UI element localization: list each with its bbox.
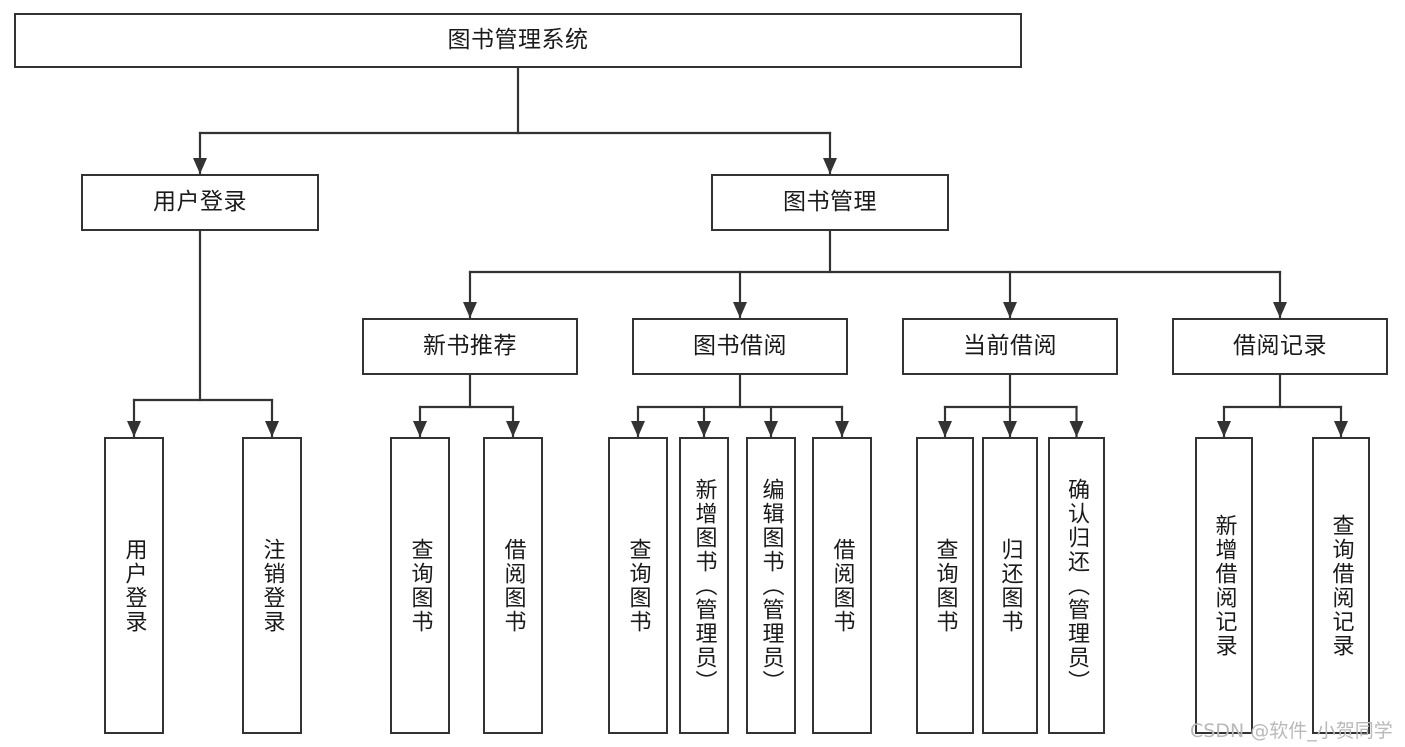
edge-arrowhead	[413, 421, 427, 437]
node-leaf-edit-book: 编辑图书（管理员）	[746, 437, 796, 734]
edge-arrowhead	[1334, 421, 1348, 437]
edge-arrowhead	[1217, 421, 1231, 437]
node-leaf-q-book-1: 查询图书	[390, 437, 450, 734]
node-label: 图书借阅	[693, 332, 787, 359]
edge-arrowhead	[1003, 421, 1017, 437]
node-new-book-rec: 新书推荐	[362, 318, 578, 375]
node-label: 查询借阅记录	[1328, 513, 1354, 658]
node-book-borrow: 图书借阅	[632, 318, 848, 375]
edge-arrowhead	[463, 302, 477, 318]
edge-arrowhead	[631, 421, 645, 437]
node-label: 借阅图书	[500, 537, 526, 634]
edge-arrowhead	[1003, 302, 1017, 318]
edge-arrowhead	[193, 158, 207, 174]
node-leaf-return: 归还图书	[982, 437, 1038, 734]
node-label: 用户登录	[153, 188, 247, 215]
node-label: 注销登录	[259, 537, 285, 634]
edge-arrowhead	[733, 302, 747, 318]
node-label: 借阅记录	[1233, 332, 1327, 359]
edge-arrowhead	[823, 158, 837, 174]
node-label: 新增图书（管理员）	[691, 477, 717, 694]
node-leaf-q-book-2: 查询图书	[608, 437, 668, 734]
node-label: 归还图书	[997, 537, 1023, 634]
node-label: 用户登录	[121, 537, 147, 634]
node-label: 图书管理系统	[447, 26, 589, 53]
node-label: 图书管理	[783, 188, 877, 215]
node-leaf-add-rec: 新增借阅记录	[1195, 437, 1253, 734]
node-leaf-logout: 注销登录	[242, 437, 302, 734]
node-label: 新书推荐	[423, 332, 517, 359]
node-leaf-user-login: 用户登录	[104, 437, 164, 734]
node-leaf-confirm: 确认归还（管理员）	[1048, 437, 1105, 734]
node-leaf-borrow-1: 借阅图书	[483, 437, 543, 734]
node-user-login: 用户登录	[81, 174, 319, 231]
node-label: 新增借阅记录	[1211, 513, 1237, 658]
node-label: 编辑图书（管理员）	[758, 477, 784, 694]
node-leaf-borrow-2: 借阅图书	[812, 437, 872, 734]
node-leaf-q-rec: 查询借阅记录	[1312, 437, 1370, 734]
node-book-manage: 图书管理	[711, 174, 949, 231]
edge-arrowhead	[1069, 421, 1084, 437]
edge-arrowhead	[265, 421, 279, 437]
edge-arrowhead	[835, 421, 849, 437]
watermark-text: CSDN @软件_小贺同学	[1190, 720, 1393, 742]
node-current-borrow: 当前借阅	[902, 318, 1118, 375]
edge-arrowhead	[764, 421, 778, 437]
edge-arrowhead	[127, 421, 141, 437]
node-leaf-add-book: 新增图书（管理员）	[679, 437, 729, 734]
node-label: 查询图书	[625, 537, 651, 634]
edge-arrowhead	[938, 421, 952, 437]
node-root: 图书管理系统	[14, 13, 1022, 68]
node-label: 查询图书	[407, 537, 433, 634]
edge-arrowhead	[506, 421, 520, 437]
node-label: 借阅图书	[829, 537, 855, 634]
node-label: 确认归还（管理员）	[1064, 477, 1090, 694]
node-borrow-record: 借阅记录	[1172, 318, 1388, 375]
node-label: 查询图书	[932, 537, 958, 634]
node-leaf-q-book-3: 查询图书	[916, 437, 974, 734]
edge-arrowhead	[1273, 302, 1287, 318]
edge-arrowhead	[697, 421, 711, 437]
node-label: 当前借阅	[963, 332, 1057, 359]
